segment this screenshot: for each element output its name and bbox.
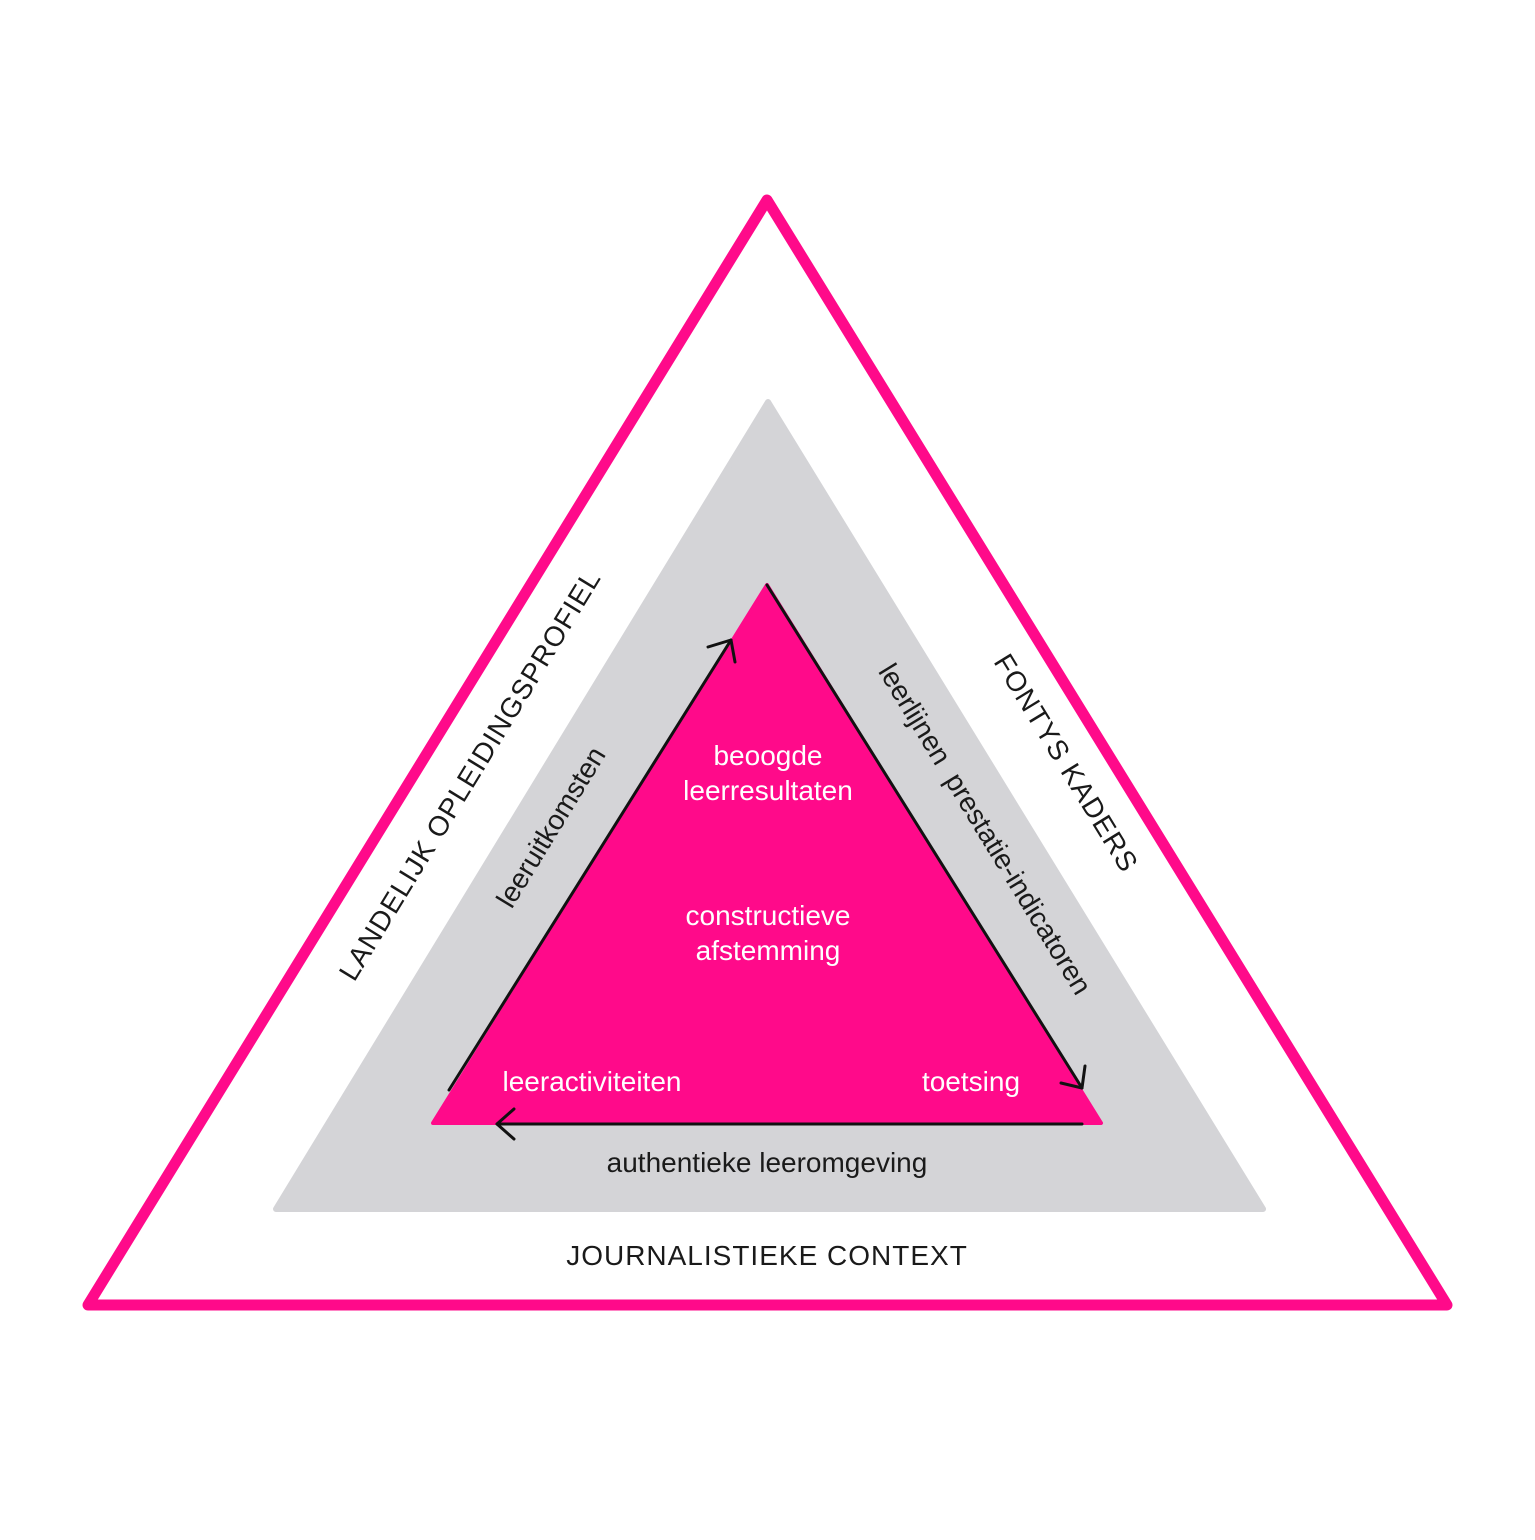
arrow-right-edge	[765, 583, 1084, 1090]
inner-center-line2: afstemming	[696, 935, 841, 966]
cycle-arrows	[447, 583, 1087, 1141]
inner-bottom-right: toetsing	[922, 1066, 1020, 1097]
arrowhead-left-icon	[495, 1107, 516, 1141]
inner-bottom-left: leeractiviteiten	[503, 1066, 682, 1097]
arrowhead-down-icon	[1059, 1064, 1087, 1090]
inner-center-line1: constructieve	[686, 900, 851, 931]
arrowhead-up-icon	[706, 638, 737, 664]
outer-bottom-label: JOURNALISTIEKE CONTEXT	[566, 1240, 968, 1271]
arrow-left-edge	[447, 638, 733, 1092]
inner-top-line1: beoogde	[713, 740, 822, 771]
middle-bottom-label: authentieke leeromgeving	[607, 1147, 928, 1178]
inner-top-line2: leerresultaten	[683, 775, 853, 806]
